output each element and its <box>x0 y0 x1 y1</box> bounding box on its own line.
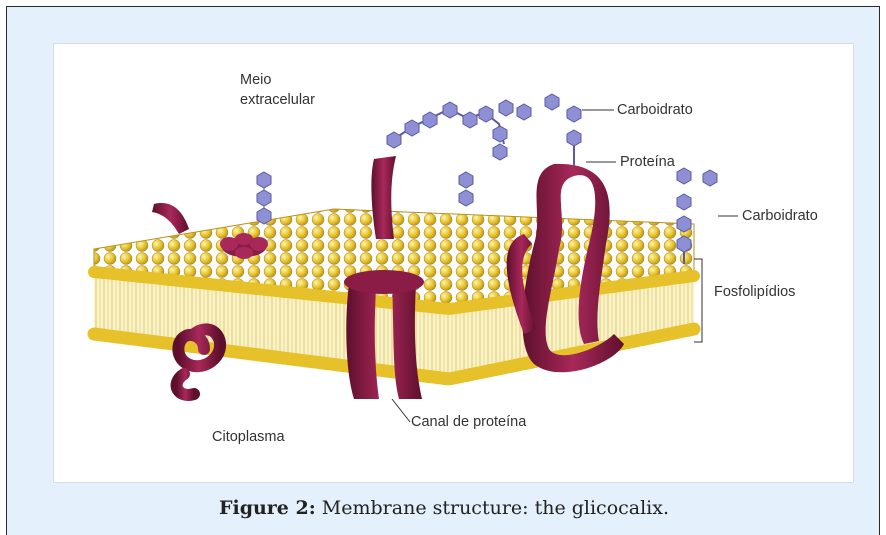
caption-prefix: Figure 2: <box>219 497 316 519</box>
label-carboidrato-top: Carboidrato <box>617 100 693 120</box>
coiled-protein-left <box>177 329 221 395</box>
carbohydrate-chain-center <box>459 172 473 206</box>
peripheral-protein-left <box>152 203 189 234</box>
glycoprotein-center <box>371 156 396 239</box>
carbohydrate-chain-left <box>257 172 271 224</box>
label-fosfolipidios: Fosfolipídios <box>714 282 795 302</box>
label-carboidrato-right: Carboidrato <box>742 206 818 226</box>
carbohydrate-chain-right-protein <box>545 94 581 166</box>
figure-caption: Figure 2: Membrane structure: the glicoc… <box>7 497 881 519</box>
membrane-diagram: Meio extracelular Carboidrato Proteína C… <box>53 43 854 483</box>
caption-text: Membrane structure: the glicocalix. <box>316 497 669 519</box>
carbohydrate-chain-lipid <box>677 168 717 264</box>
label-proteina: Proteína <box>620 152 675 172</box>
label-meio-extracelular: Meio extracelular <box>240 70 315 110</box>
label-citoplasma: Citoplasma <box>212 427 285 447</box>
figure-frame: Meio extracelular Carboidrato Proteína C… <box>6 6 880 535</box>
label-canal-de-proteina: Canal de proteína <box>411 412 526 432</box>
carbohydrate-tree <box>387 100 531 160</box>
